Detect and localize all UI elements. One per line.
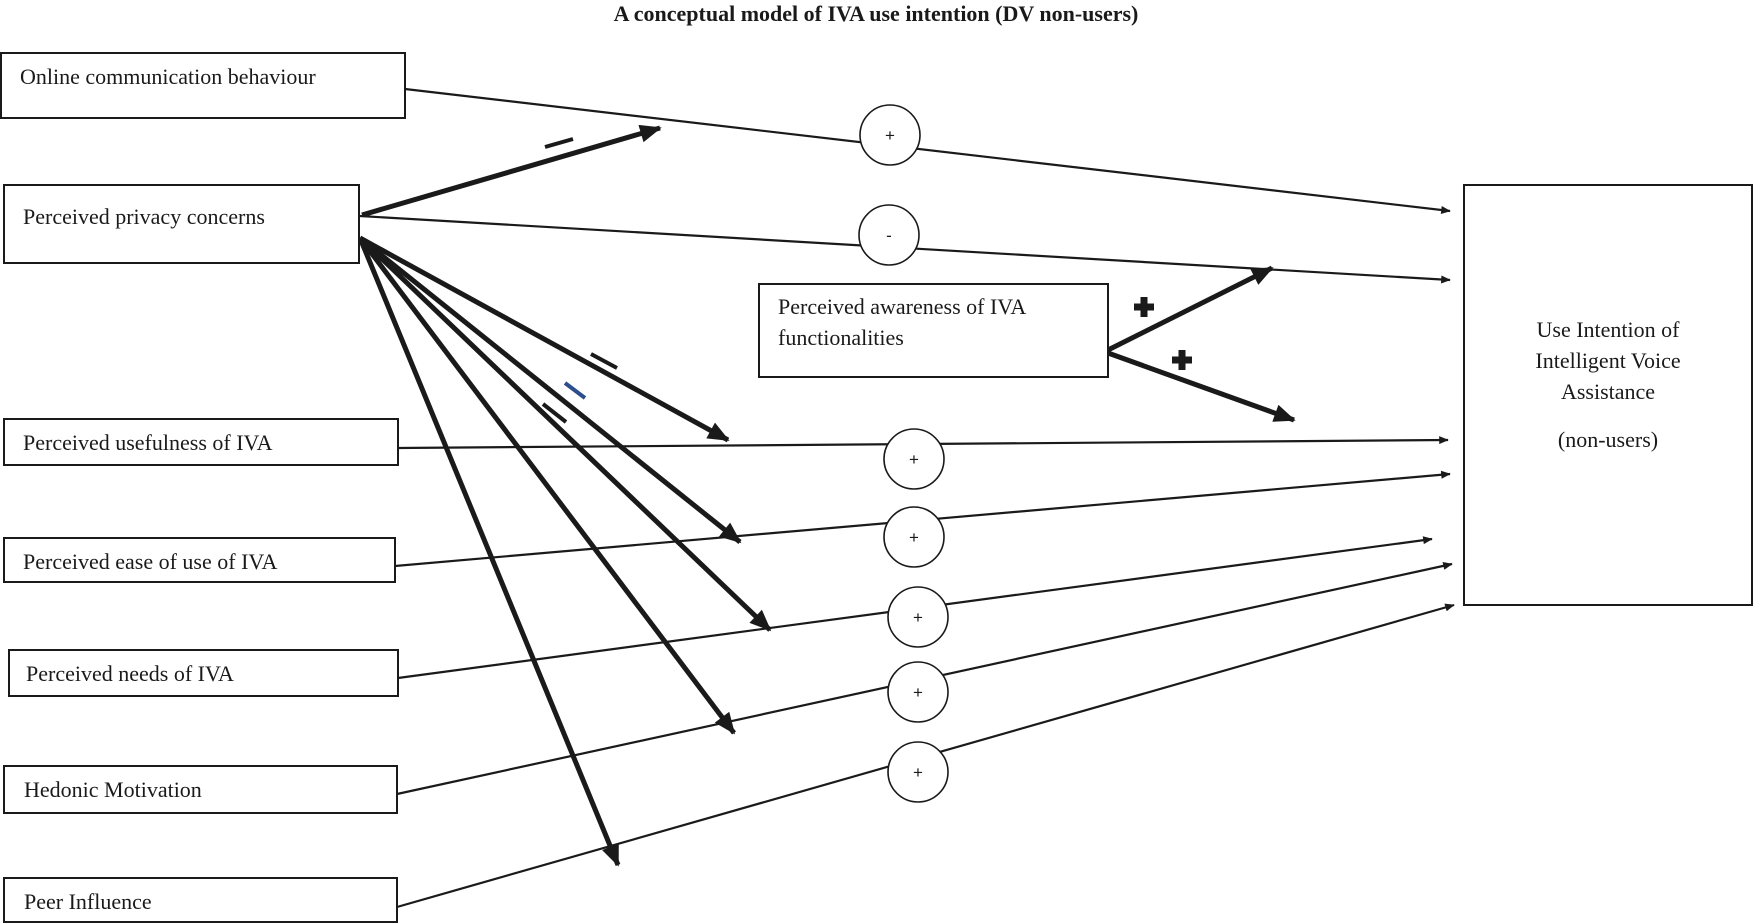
svg-text:+: + bbox=[909, 450, 919, 469]
sign-ease-of-use: + bbox=[883, 506, 945, 568]
construct-ease-of-use: Perceived ease of use of IVA bbox=[3, 537, 396, 583]
privacy-moderation-paths bbox=[357, 124, 772, 867]
construct-privacy-concerns: Perceived privacy concerns bbox=[3, 184, 360, 264]
outcome-label-line4: (non-users) bbox=[1558, 427, 1658, 452]
negative-dash-marks bbox=[541, 137, 618, 424]
bold-plus-signs bbox=[1134, 297, 1192, 370]
outcome-use-intention: Use Intention of Intelligent Voice Assis… bbox=[1463, 184, 1753, 606]
construct-label-line1: Perceived awareness of IVA bbox=[778, 294, 1026, 319]
sign-needs: + bbox=[887, 586, 949, 648]
path-online-communication bbox=[404, 87, 1451, 214]
construct-label: Peer Influence bbox=[24, 889, 152, 914]
svg-text:+: + bbox=[913, 683, 923, 702]
moderation-arrow-online-communication bbox=[361, 124, 662, 218]
construct-awareness: Perceived awareness of IVA functionaliti… bbox=[758, 283, 1109, 378]
plus-sign-usefulness-path bbox=[1172, 350, 1192, 370]
construct-hedonic: Hedonic Motivation bbox=[3, 765, 398, 814]
construct-online-communication: Online communication behaviour bbox=[0, 52, 406, 119]
plus-sign-privacy-path bbox=[1134, 297, 1154, 317]
minus-mark-ease bbox=[563, 381, 587, 400]
construct-label: Perceived privacy concerns bbox=[23, 204, 265, 229]
outcome-label-line3: Assistance bbox=[1561, 379, 1655, 404]
construct-label: Perceived usefulness of IVA bbox=[23, 430, 273, 455]
construct-peer: Peer Influence bbox=[3, 877, 398, 923]
moderation-arrow-peer bbox=[357, 237, 621, 867]
awareness-moderation-paths bbox=[1106, 265, 1296, 423]
minus-mark-needs bbox=[541, 402, 568, 424]
sign-hedonic: + bbox=[887, 661, 949, 723]
diagram-title: A conceptual model of IVA use intention … bbox=[614, 1, 1139, 26]
svg-text:+: + bbox=[885, 126, 895, 145]
moderation-arrow-ease-of-use bbox=[358, 236, 742, 544]
construct-needs: Perceived needs of IVA bbox=[8, 649, 399, 697]
awareness-arrow-usefulness-path bbox=[1107, 350, 1296, 423]
construct-label-line2: functionalities bbox=[778, 325, 904, 350]
outcome-label-line1: Use Intention of bbox=[1537, 317, 1681, 342]
sign-usefulness: + bbox=[883, 428, 945, 490]
sign-privacy-concerns: - bbox=[858, 204, 920, 266]
path-sign-circles: + - + + + + + bbox=[858, 104, 949, 803]
awareness-arrow-privacy-path bbox=[1106, 265, 1274, 353]
svg-text:+: + bbox=[913, 608, 923, 627]
minus-mark-usefulness bbox=[590, 352, 618, 370]
construct-label: Perceived ease of use of IVA bbox=[23, 549, 277, 574]
moderation-arrow-hedonic bbox=[358, 236, 736, 735]
moderation-arrow-usefulness bbox=[358, 235, 730, 443]
sign-peer: + bbox=[887, 741, 949, 803]
construct-label: Hedonic Motivation bbox=[24, 777, 202, 802]
svg-text:+: + bbox=[913, 763, 923, 782]
minus-mark-online bbox=[544, 137, 574, 149]
construct-label: Online communication behaviour bbox=[20, 64, 316, 89]
svg-text:-: - bbox=[886, 226, 892, 245]
moderation-arrow-needs bbox=[358, 236, 772, 632]
construct-label: Perceived needs of IVA bbox=[26, 661, 234, 686]
outcome-label-line2: Intelligent Voice bbox=[1535, 348, 1680, 373]
sign-online-communication: + bbox=[859, 104, 921, 166]
svg-text:+: + bbox=[909, 528, 919, 547]
construct-usefulness: Perceived usefulness of IVA bbox=[3, 418, 399, 466]
